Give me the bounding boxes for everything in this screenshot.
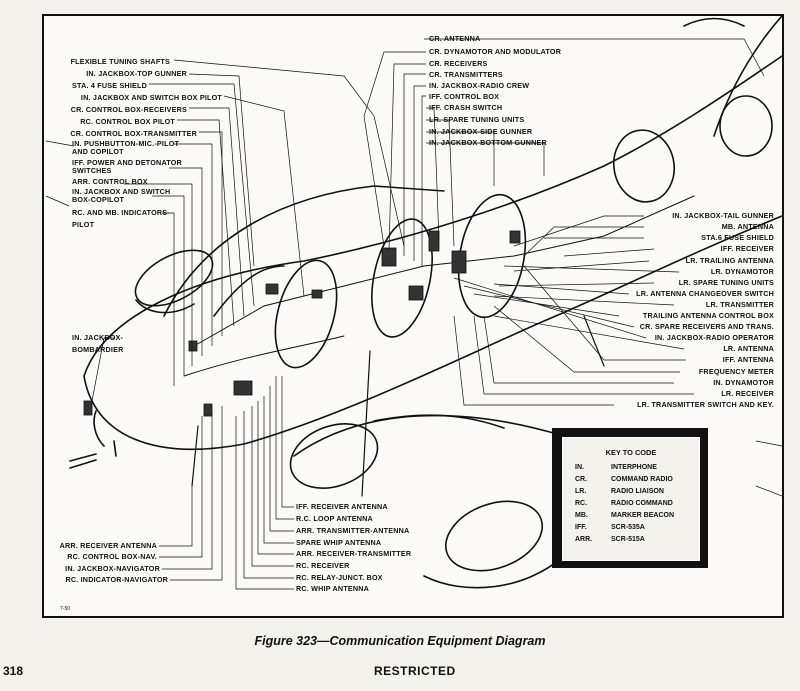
key-row: CR. COMMAND RADIO xyxy=(575,476,691,485)
label-jackbox-bottom-gunner: IN. JACKBOX-BOTTOM GUNNER xyxy=(429,138,547,147)
label-jackbox-radio-crew: IN. JACKBOX-RADIO CREW xyxy=(429,81,530,90)
diagram-frame: FLEXIBLE TUNING SHAFTS IN. JACKBOX-TOP G… xyxy=(42,14,784,618)
label-cr-receivers: CR. RECEIVERS xyxy=(429,59,488,68)
key-abbr: MB. xyxy=(575,512,588,519)
label-lr-transmitter-switch: LR. TRANSMITTER SWITCH AND KEY. xyxy=(637,400,774,409)
label-rc-control-box-nav: RC. CONTROL BOX-NAV. xyxy=(67,552,157,561)
nose-gun xyxy=(69,453,97,469)
left-wing xyxy=(163,185,445,317)
lower-right-engine xyxy=(289,423,379,489)
aircraft-illustration xyxy=(45,16,782,590)
key-meaning: SCR-535A xyxy=(611,524,645,531)
key-row: ARR. SCR-515A xyxy=(575,536,691,545)
label-rc-loop-antenna: R.C. LOOP ANTENNA xyxy=(296,514,373,523)
label-jackbox-switch-box-pilot: IN. JACKBOX AND SWITCH BOX PILOT xyxy=(80,93,222,102)
label-arr-control-box: ARR. CONTROL BOX xyxy=(72,177,148,186)
key-title: KEY TO CODE xyxy=(605,448,657,457)
key-abbr: LR. xyxy=(575,488,587,495)
label-lr-antenna-changeover: LR. ANTENNA CHANGEOVER SWITCH xyxy=(636,289,774,298)
label-cr-transmitters: CR. TRANSMITTERS xyxy=(429,70,503,79)
label-rc-indicator-navigator: RC. INDICATOR-NAVIGATOR xyxy=(65,575,168,584)
label-lr-trailing-antenna: LR. TRAILING ANTENNA xyxy=(685,256,774,265)
label-trailing-antenna-control: TRAILING ANTENNA CONTROL BOX xyxy=(642,311,774,320)
label-iff-crash-switch: IFF. CRASH SWITCH xyxy=(429,103,503,112)
label-arr-receiver-transmitter: ARR. RECEIVER-TRANSMITTER xyxy=(296,549,412,558)
label-spare-whip-antenna: SPARE WHIP ANTENNA xyxy=(296,538,382,547)
label-iff-control-box: IFF. CONTROL BOX xyxy=(429,92,500,101)
label-rc-control-box-pilot: RC. CONTROL BOX PILOT xyxy=(80,117,175,126)
label-lr-receiver: LR. RECEIVER xyxy=(721,389,774,398)
key-row: RC. RADIO COMMAND xyxy=(575,500,691,509)
label-rc-receiver: RC. RECEIVER xyxy=(296,561,350,570)
label-flexible-tuning-shafts: FLEXIBLE TUNING SHAFTS xyxy=(70,57,170,66)
label-jackbox-switch-copilot: IN. JACKBOX AND SWITCH xyxy=(72,187,171,196)
label-jackbox-top-gunner: IN. JACKBOX-TOP GUNNER xyxy=(86,69,187,78)
label-arr-receiver-antenna: ARR. RECEIVER ANTENNA xyxy=(59,541,157,550)
key-row: LR. RADIO LIAISON xyxy=(575,488,691,497)
key-meaning: COMMAND RADIO xyxy=(611,476,673,483)
label-cr-antenna: CR. ANTENNA xyxy=(429,34,481,43)
key-meaning: MARKER BEACON xyxy=(611,512,674,519)
key-abbr: RC. xyxy=(575,500,588,507)
label-jackbox-radio-operator: IN. JACKBOX-RADIO OPERATOR xyxy=(654,333,774,342)
label-lr-spare-tuning-units-top: LR. SPARE TUNING UNITS xyxy=(429,115,525,124)
upper-right-engine xyxy=(613,129,675,203)
key-abbr: CR. xyxy=(575,476,588,483)
label-sta6-fuse-shield: STA.6 FUSE SHIELD xyxy=(701,233,774,242)
label-jackbox-navigator: IN. JACKBOX-NAVIGATOR xyxy=(65,564,160,573)
label-iff-receiver-antenna: IFF. RECEIVER ANTENNA xyxy=(296,502,388,511)
key-row: IN. INTERPHONE xyxy=(575,464,691,473)
label-rc-relay-junct-box: RC. RELAY-JUNCT. BOX xyxy=(296,573,383,582)
figure-caption: Figure 323—Communication Equipment Diagr… xyxy=(254,634,546,648)
label-in-dynamotor: IN. DYNAMOTOR xyxy=(713,378,774,387)
label-mb-antenna: MB. ANTENNA xyxy=(721,222,774,231)
label-lr-antenna: LR. ANTENNA xyxy=(723,344,774,353)
label-rc-mb-indicators-line2: PILOT xyxy=(72,220,95,229)
label-lr-transmitter: LR. TRANSMITTER xyxy=(705,300,774,309)
drawing-code: 7-50 xyxy=(60,606,71,612)
key-to-code-box: KEY TO CODE IN. INTERPHONE CR. COMMAND RAD… xyxy=(552,428,708,568)
key-meaning: RADIO LIAISON xyxy=(611,488,664,495)
label-rc-whip-antenna: RC. WHIP ANTENNA xyxy=(296,584,370,593)
label-jackbox-tail-gunner: IN. JACKBOX-TAIL GUNNER xyxy=(672,211,774,220)
label-lr-dynamotor: LR. DYNAMOTOR xyxy=(710,267,774,276)
tail-fin xyxy=(713,16,782,137)
fuselage-underside xyxy=(83,215,782,451)
label-iff-power-detonator-line2: SWITCHES xyxy=(72,166,112,175)
label-iff-receiver: IFF. RECEIVER xyxy=(720,244,774,253)
label-cr-spare-receivers: CR. SPARE RECEIVERS AND TRANS. xyxy=(639,322,774,331)
key-to-code-panel: KEY TO CODE IN. INTERPHONE CR. COMMAND RAD… xyxy=(562,437,700,561)
key-meaning: INTERPHONE xyxy=(611,464,657,471)
bulkhead-ring xyxy=(274,259,338,369)
key-abbr: ARR. xyxy=(575,536,593,543)
key-abbr: IN. xyxy=(575,464,584,471)
label-iff-power-detonator: IFF. POWER AND DETONATOR xyxy=(72,158,182,167)
key-row: MB. MARKER BEACON xyxy=(575,512,691,521)
label-pushbutton-mic-line2: AND COPILOT xyxy=(72,147,124,156)
label-iff-antenna: IFF. ANTENNA xyxy=(722,355,774,364)
key-row: IFF. SCR-535A xyxy=(575,524,691,533)
label-jackbox-bombardier: IN. JACKBOX- xyxy=(72,333,124,342)
label-cr-control-box-transmitter: CR. CONTROL BOX-TRANSMITTER xyxy=(70,129,197,138)
fuselage-outline xyxy=(83,55,782,377)
label-pushbutton-mic: IN. PUSHBUTTON-MIC.-PILOT xyxy=(72,139,180,148)
label-jackbox-switch-copilot-line2: BOX-COPILOT xyxy=(72,195,125,204)
label-rc-mb-indicators: RC. AND MB. INDICATORS- xyxy=(72,208,170,217)
key-meaning: SCR-515A xyxy=(611,536,645,543)
label-jackbox-side-gunner: IN. JACKBOX-SIDE GUNNER xyxy=(429,127,533,136)
label-jackbox-bombardier-line2: BOMBARDIER xyxy=(72,345,124,354)
label-cr-control-box-receivers: CR. CONTROL BOX-RECEIVERS xyxy=(70,105,187,114)
page-number: 318 xyxy=(3,664,24,678)
label-frequency-meter: FREQUENCY METER xyxy=(698,367,774,376)
key-abbr: IFF. xyxy=(575,524,587,531)
label-cr-dynamotor: CR. DYNAMOTOR AND MODULATOR xyxy=(429,47,562,56)
label-arr-transmitter-antenna: ARR. TRANSMITTER-ANTENNA xyxy=(296,526,410,535)
restricted-footer: RESTRICTED xyxy=(374,664,456,678)
key-meaning: RADIO COMMAND xyxy=(611,500,673,507)
label-lr-spare-tuning-units: LR. SPARE TUNING UNITS xyxy=(678,278,774,287)
label-sta4-fuse-shield: STA. 4 FUSE SHIELD xyxy=(72,81,147,90)
